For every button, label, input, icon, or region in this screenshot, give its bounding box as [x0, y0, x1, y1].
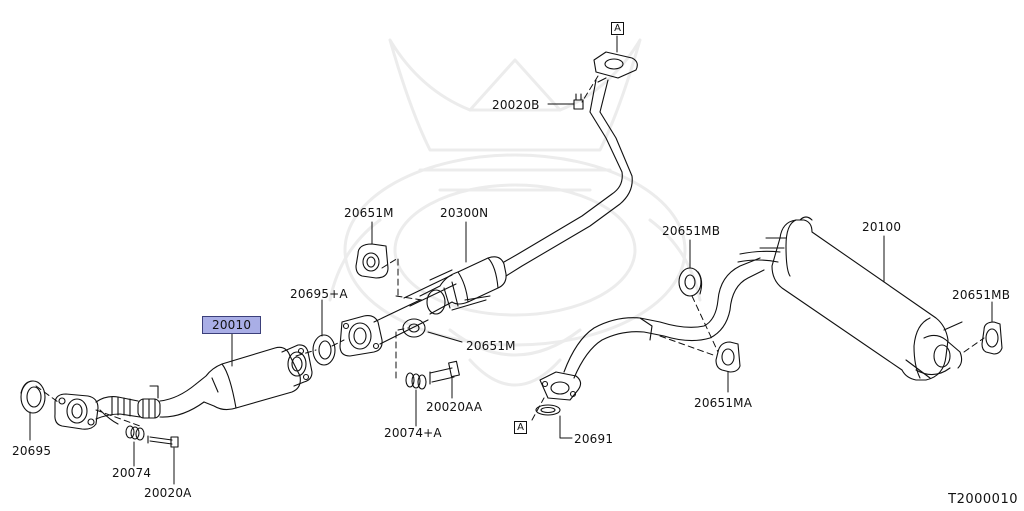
- gasket-20695A[interactable]: [312, 334, 336, 366]
- leader-lines: [29, 35, 993, 485]
- label-20020A[interactable]: 20020A: [144, 486, 192, 500]
- front-pipe-upper-flange[interactable]: [589, 51, 638, 113]
- front-flange-pipe[interactable]: [54, 383, 205, 430]
- label-20695A[interactable]: 20695+A: [290, 287, 348, 301]
- bolt-20020AA[interactable]: [429, 360, 460, 385]
- label-20300N[interactable]: 20300N: [440, 206, 489, 220]
- insulator-20651M-top[interactable]: [355, 243, 389, 279]
- label-20651M-mid[interactable]: 20651M: [466, 339, 516, 353]
- label-20651MB-right[interactable]: 20651MB: [952, 288, 1011, 302]
- alignment-lines: [35, 75, 985, 427]
- insulator-20651M-mid[interactable]: [402, 318, 426, 338]
- label-20020B[interactable]: 20020B: [492, 98, 540, 112]
- bolt-20020A[interactable]: [147, 435, 179, 448]
- label-20651MB-left[interactable]: 20651MB: [662, 224, 721, 238]
- spring-20074A[interactable]: [405, 372, 427, 390]
- rear-connecting-pipe[interactable]: [539, 257, 765, 401]
- center-pipe-20300N[interactable]: [339, 111, 633, 357]
- muffler-20100[interactable]: [737, 216, 963, 381]
- label-20691[interactable]: 20691: [574, 432, 614, 446]
- label-20695[interactable]: 20695: [12, 444, 52, 458]
- label-20651M-top[interactable]: 20651M: [344, 206, 394, 220]
- ref-marker-a-bottom: A: [514, 421, 527, 434]
- label-20074[interactable]: 20074: [112, 466, 152, 480]
- label-20074A[interactable]: 20074+A: [384, 426, 442, 440]
- gasket-20695[interactable]: [20, 380, 46, 414]
- label-20651MA[interactable]: 20651MA: [694, 396, 753, 410]
- insulator-20651MB-right[interactable]: [981, 321, 1003, 355]
- insulator-20651MA[interactable]: [715, 341, 741, 373]
- diagram-code: T2000010: [948, 492, 1018, 507]
- watermark-emblem: [328, 38, 702, 387]
- gasket-20691[interactable]: [535, 404, 561, 416]
- spring-20074[interactable]: [125, 425, 145, 441]
- label-20010-highlighted[interactable]: 20010: [202, 316, 262, 334]
- label-20020AA[interactable]: 20020AA: [426, 400, 483, 414]
- label-20100[interactable]: 20100: [862, 220, 902, 234]
- ref-marker-a-top: A: [611, 22, 624, 35]
- catalytic-converter-20010[interactable]: [195, 344, 313, 411]
